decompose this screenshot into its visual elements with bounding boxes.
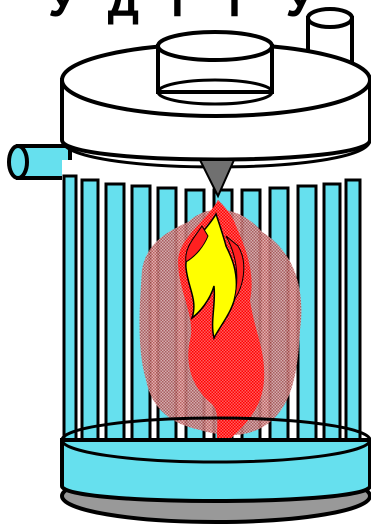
diagram-title: У Д Г Г У — [48, 0, 323, 26]
inlet-pipe — [7, 144, 72, 180]
flame-lick-right — [225, 235, 245, 301]
lid-cap — [156, 30, 274, 106]
flame-lick-left — [185, 225, 209, 263]
base — [60, 416, 371, 524]
burner-nozzle — [198, 159, 236, 199]
